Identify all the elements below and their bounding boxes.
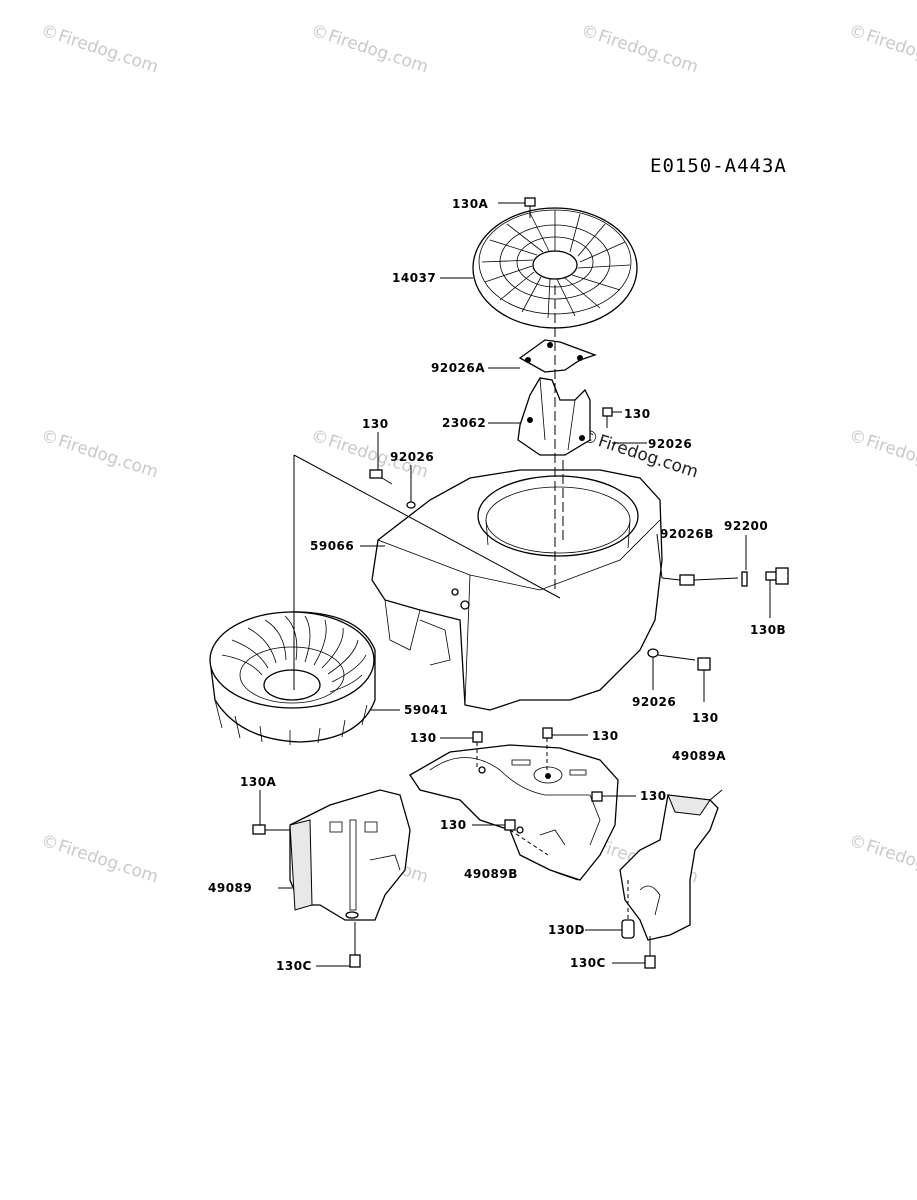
diagram-code: E0150-A443A: [650, 155, 787, 177]
watermark: © Firedog.com: [846, 831, 917, 888]
watermark-text: Firedog.com: [864, 26, 917, 77]
bolt-130-middle-1: [440, 731, 483, 770]
watermark-text: Firedog.com: [864, 431, 917, 482]
watermark-text: Firedog.com: [56, 26, 161, 77]
label-92026-upper-left: 92026: [390, 450, 434, 464]
watermark: © Firedog.com: [578, 21, 700, 78]
label-130b: 130B: [750, 623, 786, 637]
bolt-130c-left: [316, 922, 361, 968]
watermark: © Firedog.com: [846, 426, 917, 483]
watermark-text: Firedog.com: [326, 26, 431, 77]
bracket-23062: [517, 377, 591, 456]
label-130-middle-3: 130: [640, 789, 667, 803]
bolt-130a-lower: [252, 790, 290, 835]
label-130a-top: 130A: [452, 197, 489, 211]
bolt-130-lower-right: [697, 657, 711, 702]
label-92026-upper-right: 92026: [648, 437, 692, 451]
bolt-130-middle-4: [472, 819, 549, 856]
label-49089: 49089: [208, 881, 252, 895]
watermark-text: Firedog.com: [864, 836, 917, 887]
pin-92200: [741, 535, 748, 587]
watermark-symbol: ©: [846, 426, 868, 450]
bolt-130a-top: [498, 197, 536, 218]
screen-ribs: [481, 210, 631, 319]
baffle-49089a: [619, 789, 723, 941]
assembly-lines: [293, 285, 564, 690]
label-130d: 130D: [548, 923, 585, 937]
pin-92026-upper-left: [406, 465, 416, 509]
bolt-130c-right: [612, 936, 656, 969]
baffle-49089: [278, 789, 411, 921]
bolt-130d: [585, 880, 635, 939]
bolt-130-middle-2: [542, 727, 588, 770]
bolt-130-upper-left: [369, 432, 393, 485]
baffle-49089b: [409, 744, 619, 881]
label-130-lower-right: 130: [692, 711, 719, 725]
part-labels: 130A 14037 92026A 23062 130 92026 130 92…: [208, 197, 786, 973]
watermark-text: Firedog.com: [56, 836, 161, 887]
label-130-middle-2: 130: [592, 729, 619, 743]
pin-92026-lower-right: [647, 648, 696, 690]
label-59041: 59041: [404, 703, 448, 717]
label-59066: 59066: [310, 539, 354, 553]
watermark-text: Firedog.com: [56, 431, 161, 482]
watermark-symbol: ©: [308, 21, 330, 45]
label-92026b: 92026B: [660, 527, 714, 541]
label-49089a: 49089A: [672, 749, 726, 763]
label-130c-right: 130C: [570, 956, 606, 970]
leader-lines: [360, 277, 663, 881]
watermark: © Firedog.com: [308, 21, 430, 78]
watermark-symbol: ©: [38, 21, 60, 45]
watermark: © Firedog.com: [38, 21, 160, 78]
watermark: © Firedog.com: [846, 21, 917, 78]
bolt-130-middle-3: [591, 791, 636, 802]
bolt-130-upper-right: [602, 407, 622, 428]
bracket-92026a: [518, 339, 597, 373]
blower-housing-59066: [371, 469, 663, 711]
label-130a-lower: 130A: [240, 775, 277, 789]
watermark-symbol: ©: [38, 426, 60, 450]
watermark: © Firedog.com: [38, 426, 160, 483]
label-130-middle-1: 130: [410, 731, 437, 745]
label-23062: 23062: [442, 416, 486, 430]
label-92026-lower-right: 92026: [632, 695, 676, 709]
watermark-symbol: ©: [578, 21, 600, 45]
flywheel-blades: [221, 615, 367, 693]
label-130c-left: 130C: [276, 959, 312, 973]
flywheel-59041: [209, 611, 376, 745]
flywheel-outer-fins: [214, 699, 368, 745]
watermark-symbol: ©: [38, 831, 60, 855]
watermark: © Firedog.com: [38, 831, 160, 888]
watermark-symbol: ©: [846, 831, 868, 855]
label-130-upper-left: 130: [362, 417, 389, 431]
bolt-130b: [765, 567, 789, 618]
label-92200: 92200: [724, 519, 768, 533]
watermark-text: Firedog.com: [596, 26, 701, 77]
watermark-symbol: ©: [846, 21, 868, 45]
label-49089b: 49089B: [464, 867, 518, 881]
pin-92026b: [661, 574, 739, 586]
label-130-middle-4: 130: [440, 818, 467, 832]
label-14037: 14037: [392, 271, 436, 285]
watermark-symbol: ©: [308, 426, 330, 450]
label-130-upper-right: 130: [624, 407, 651, 421]
fan-screen-14037: [472, 207, 638, 329]
label-92026a: 92026A: [431, 361, 485, 375]
